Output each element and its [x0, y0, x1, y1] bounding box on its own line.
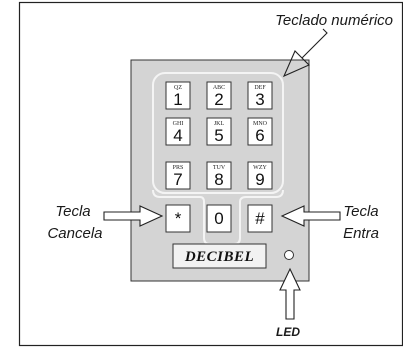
- key-letters: GHI: [173, 121, 184, 127]
- key-face[interactable]: [165, 161, 191, 190]
- key-digit: *: [175, 209, 182, 228]
- key-letters: MNO: [253, 121, 268, 127]
- key-digit: 6: [255, 126, 264, 145]
- arrow-keypad: [282, 28, 328, 78]
- callout-cancel-line2: Cancela: [47, 225, 102, 242]
- arrow-cancel: [103, 205, 164, 227]
- key-face[interactable]: [247, 161, 273, 190]
- callout-enter-line2: Entra: [343, 225, 379, 242]
- key-digit: 2: [214, 90, 223, 109]
- key-face[interactable]: [165, 81, 191, 110]
- key-digit: 0: [214, 209, 223, 228]
- key-letters: DEF: [254, 85, 266, 91]
- key-digit: 7: [173, 170, 182, 189]
- key-digit: 8: [214, 170, 223, 189]
- key-star[interactable]: *: [165, 204, 191, 233]
- callout-keypad-label: Teclado numérico: [275, 12, 393, 29]
- key-face[interactable]: [206, 81, 232, 110]
- key-face[interactable]: [206, 117, 232, 146]
- brand-plate: [172, 243, 267, 269]
- key-face[interactable]: [165, 204, 191, 233]
- callout-enter-line1: Tecla: [343, 203, 378, 220]
- key-letters: JKL: [214, 121, 225, 127]
- key-face[interactable]: [247, 204, 273, 233]
- key-face[interactable]: [165, 117, 191, 146]
- key-digit: 4: [173, 126, 182, 145]
- key-hash[interactable]: #: [247, 204, 273, 233]
- key-digit: 1: [173, 90, 182, 109]
- callout-led-label: LED: [276, 325, 300, 339]
- key-letters: WZY: [253, 165, 267, 171]
- key-digit: #: [255, 209, 265, 228]
- key-1[interactable]: QZ1: [165, 81, 191, 110]
- key-face[interactable]: [206, 161, 232, 190]
- key-face[interactable]: [206, 204, 232, 233]
- callout-cancel-line1: Tecla: [55, 203, 90, 220]
- key-letters: ABC: [213, 85, 225, 91]
- key-digit: 5: [214, 126, 223, 145]
- key-letters: QZ: [174, 85, 182, 91]
- key-0[interactable]: 0: [206, 204, 232, 233]
- led-indicator: [284, 250, 294, 260]
- arrow-enter: [280, 205, 341, 227]
- brand-label: DECIBEL: [184, 249, 254, 265]
- arrow-led: [279, 267, 301, 320]
- key-letters: TUV: [213, 165, 226, 171]
- key-face[interactable]: [247, 117, 273, 146]
- number-key-group-outline: [152, 72, 284, 194]
- key-digit: 9: [255, 170, 264, 189]
- key-digit: 3: [255, 90, 264, 109]
- key-face[interactable]: [247, 81, 273, 110]
- key-letters: PRS: [173, 165, 184, 171]
